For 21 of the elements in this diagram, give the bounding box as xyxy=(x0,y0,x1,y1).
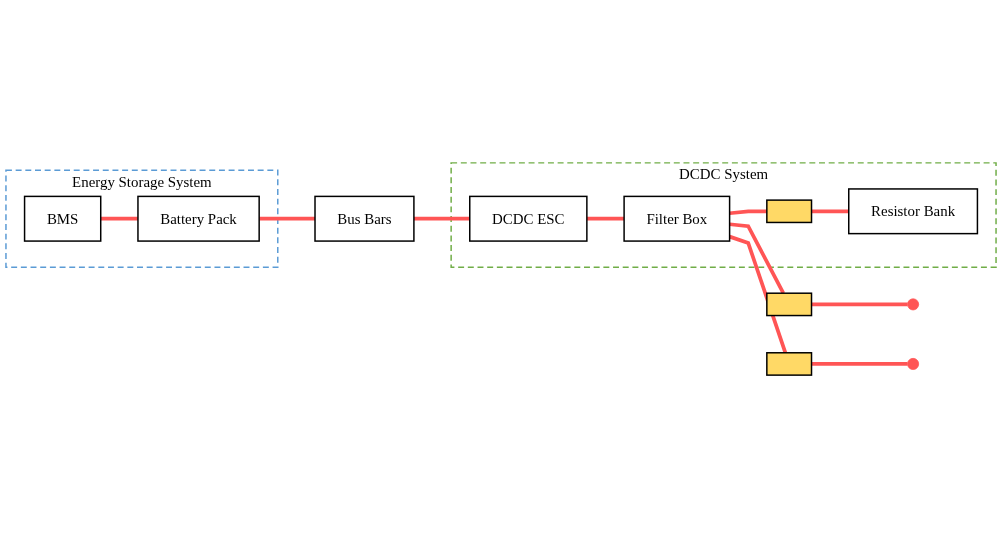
node-box xyxy=(766,292,813,317)
node-box xyxy=(766,199,813,224)
node-box xyxy=(766,352,813,376)
node-box: Bus Bars xyxy=(314,195,415,242)
connector xyxy=(100,216,138,221)
node-box: Battery Pack xyxy=(137,195,260,242)
connector xyxy=(811,302,908,307)
connector xyxy=(811,362,908,366)
node-box: Filter Box xyxy=(623,195,731,242)
connector xyxy=(729,209,767,216)
connector xyxy=(811,209,849,214)
connector xyxy=(729,234,788,354)
connector xyxy=(586,216,625,221)
node-box: DCDC ESC xyxy=(469,195,588,242)
connector xyxy=(259,216,315,221)
connector xyxy=(729,222,785,295)
node-box: Resistor Bank xyxy=(848,188,979,235)
node-box: BMS xyxy=(23,195,102,242)
node-circle xyxy=(907,358,920,370)
node-circle xyxy=(907,298,920,311)
connector xyxy=(413,216,470,221)
